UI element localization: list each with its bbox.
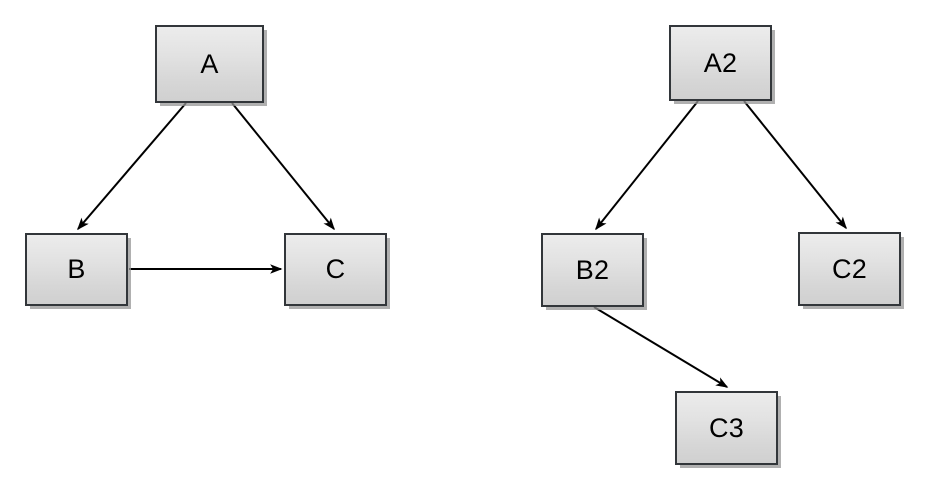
node-c[interactable]: C — [284, 233, 387, 306]
edge-b2-c3 — [593, 306, 729, 388]
node-a[interactable]: A — [155, 25, 264, 103]
node-label-c2: C2 — [832, 253, 867, 284]
node-label-a2: A2 — [703, 47, 738, 78]
node-a2[interactable]: A2 — [669, 25, 772, 101]
node-c2[interactable]: C2 — [798, 232, 901, 306]
node-label-b: B — [67, 254, 86, 284]
node-b[interactable]: B — [25, 233, 128, 306]
edge-a-c — [231, 102, 335, 231]
edges-group — [77, 100, 847, 388]
node-c3[interactable]: C3 — [675, 391, 778, 465]
node-label-c3: C3 — [709, 412, 744, 443]
node-label-a: A — [200, 48, 219, 79]
edge-a2-c2 — [743, 100, 847, 230]
node-label-b2: B2 — [575, 254, 610, 285]
edge-a2-b2 — [595, 100, 699, 231]
node-b2[interactable]: B2 — [541, 233, 644, 307]
edge-a-b — [77, 102, 187, 231]
node-label-c: C — [325, 254, 346, 284]
